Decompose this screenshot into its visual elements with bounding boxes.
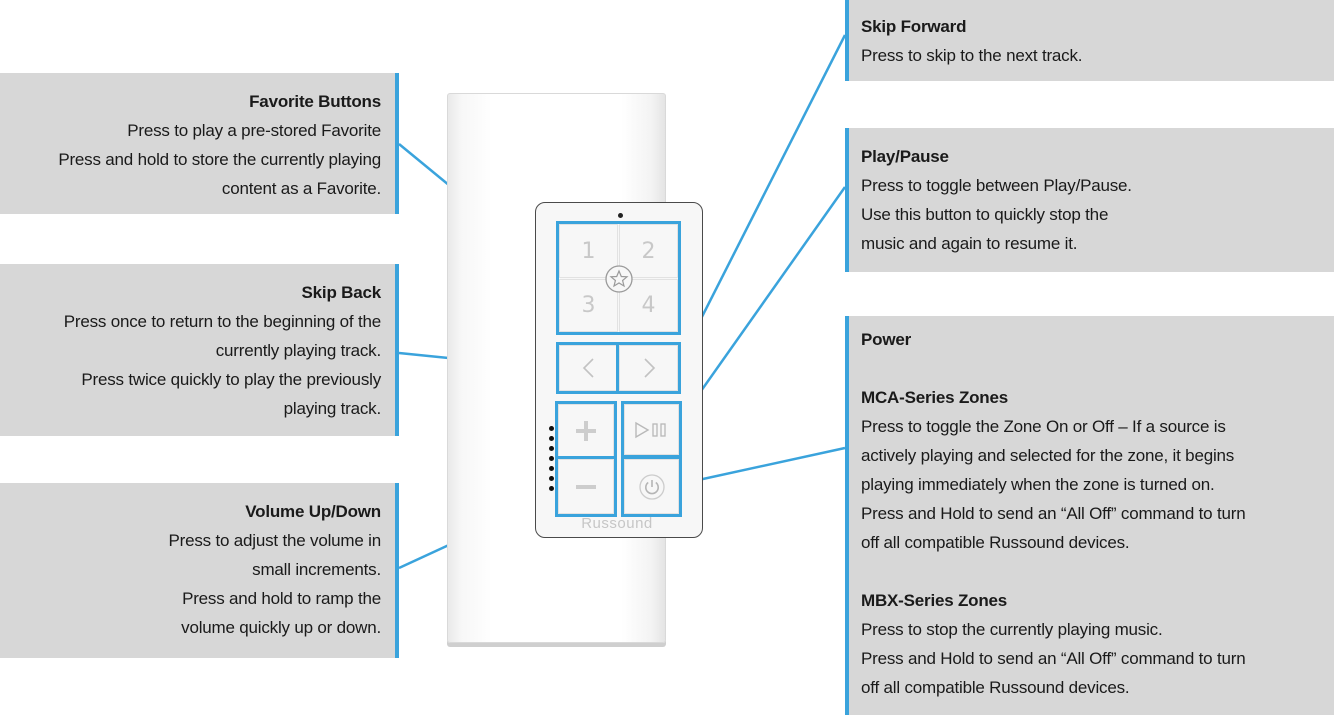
brand-logo: Russound [581,515,653,532]
play-pause-button[interactable] [624,404,679,455]
callout-line: Press and Hold to send an “All Off” comm… [861,504,1246,523]
volume-level-dot [549,486,554,491]
callout-power: Power MCA-Series Zones Press to toggle t… [845,316,1334,715]
favorite-button-2[interactable]: 2 [619,224,678,278]
callout-title: Volume Up/Down [245,502,381,521]
callout-subtitle: MCA-Series Zones [861,388,1009,407]
callout-line: Press to adjust the volume in [168,531,382,550]
favorite-number: 1 [581,238,596,264]
favorite-button-1[interactable]: 1 [559,224,618,278]
callout-line: Press and hold to store the currently pl… [58,150,381,169]
favorite-button-4[interactable]: 4 [619,279,678,332]
callout-title: Skip Forward [861,17,967,36]
volume-level-dot [549,436,554,441]
callout-title: Power [861,330,912,349]
favorite-number: 4 [641,293,656,318]
volume-level-dot [549,446,554,451]
callout-line: content as a Favorite. [221,179,381,198]
callout-line: Press to skip to the next track. [861,46,1083,65]
plus-icon [576,420,596,441]
power-button[interactable] [624,459,679,514]
favorite-number: 2 [641,238,656,264]
callout-volume: Volume Up/Down Press to adjust the volum… [0,483,399,658]
favorite-button-3[interactable]: 3 [559,279,618,332]
callout-line: small increments. [252,560,381,579]
callout-line: off all compatible Russound devices. [861,533,1130,552]
callout-title: Favorite Buttons [249,92,381,111]
callout-title: Play/Pause [861,147,949,166]
chevron-left-icon [582,358,594,378]
volume-level-dot [549,466,554,471]
skip-back-button[interactable] [559,345,618,391]
volume-divider [558,456,614,459]
leader-power [679,446,846,486]
volume-down-button[interactable] [558,459,614,514]
callout-line: playing track. [283,399,382,418]
play-pause-icon [634,421,666,438]
callout-line: Press to play a pre-stored Favorite [127,121,381,140]
callout-line: Use this button to quickly stop the [861,205,1109,224]
skip-forward-button[interactable] [619,345,678,391]
favorite-number: 3 [581,293,596,318]
callout-line: actively playing and selected for the zo… [861,446,1235,465]
favorite-buttons-highlight [556,221,681,335]
callout-line: playing immediately when the zone is tur… [861,475,1215,494]
callout-line: Press to toggle between Play/Pause. [861,176,1132,195]
callout-skip-forward: Skip Forward Press to skip to the next t… [845,0,1334,81]
callout-line: Press twice quickly to play the previous… [81,370,381,389]
callout-line: Press to stop the currently playing musi… [861,620,1163,639]
callout-line: volume quickly up or down. [181,618,381,637]
callout-skip-back: Skip Back Press once to return to the be… [0,264,399,436]
power-icon [638,473,665,500]
callout-line: Press once to return to the beginning of… [63,312,381,331]
leader-skip-forward [675,34,847,367]
callout-line: currently playing track. [215,341,381,360]
indicator-dot [618,213,623,218]
callout-favorite-buttons: Favorite Buttons Press to play a pre-sto… [0,73,399,214]
star-icon [605,265,633,293]
callout-title: Skip Back [301,283,382,302]
callout-line: off all compatible Russound devices. [861,678,1130,697]
callout-line: Press and Hold to send an “All Off” comm… [861,649,1246,668]
volume-level-dot [549,456,554,461]
leader-play-pause [675,186,847,426]
minus-icon [576,484,596,489]
power-highlight [621,456,682,517]
volume-up-button[interactable] [558,404,614,457]
skip-divider [616,345,619,391]
callout-line: Press to toggle the Zone On or Off – If … [861,417,1226,436]
volume-level-dot [549,426,554,431]
volume-buttons-highlight [555,401,617,517]
callout-subtitle: MBX-Series Zones [861,591,1008,610]
callout-line: Press and hold to ramp the [182,589,381,608]
skip-buttons-highlight [556,342,681,394]
chevron-right-icon [643,358,655,378]
callout-line: music and again to resume it. [861,234,1078,253]
callout-play-pause: Play/Pause Press to toggle between Play/… [845,128,1334,272]
volume-level-dot [549,476,554,481]
